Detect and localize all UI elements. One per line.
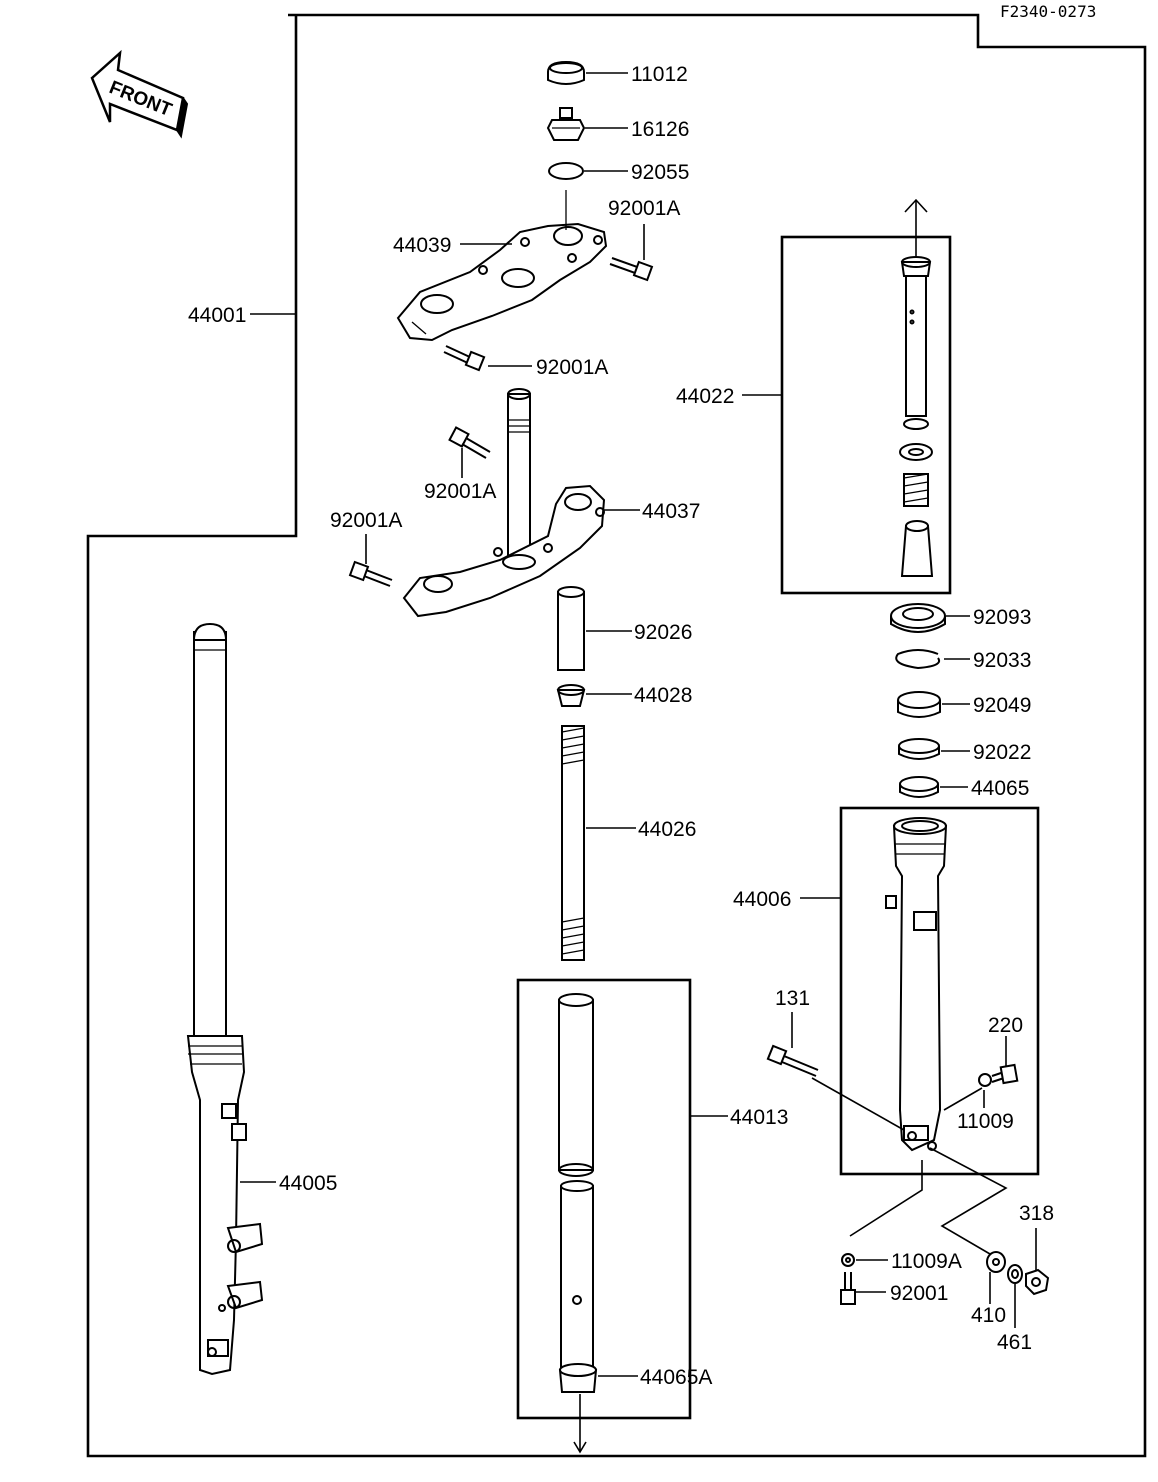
label-44039: 44039 [393, 234, 451, 257]
label-11012: 11012 [631, 63, 688, 86]
seal-92093 [890, 603, 946, 633]
label-44037: 44037 [642, 500, 700, 523]
label-92001: 92001 [890, 1282, 948, 1305]
label-410: 410 [971, 1304, 1006, 1327]
seat-44065A [558, 1363, 598, 1393]
label-92049: 92049 [973, 694, 1031, 717]
bushing-44065 [899, 776, 939, 798]
label-11009A: 11009A [891, 1250, 962, 1273]
label-220: 220 [988, 1014, 1023, 1037]
label-92055: 92055 [631, 161, 689, 184]
spacer-92026 [557, 586, 585, 671]
label-44065: 44065 [971, 777, 1029, 800]
screw-220 [978, 1063, 1019, 1087]
box-44013 [516, 978, 692, 1420]
upper-bracket-44039 [396, 190, 608, 342]
label-92022: 92022 [973, 741, 1031, 764]
bolt-92001A-stem [448, 426, 491, 459]
outer-frame [86, 13, 1147, 1458]
box-44006 [839, 806, 1040, 1176]
lockwasher-461 [1007, 1264, 1023, 1284]
label-44006: 44006 [733, 888, 791, 911]
bolt-92001 [840, 1272, 856, 1305]
cylinder-44022 [899, 256, 934, 577]
bolt-92001A-lower [443, 345, 486, 372]
bushing-92022 [898, 738, 940, 760]
label-44026: 44026 [638, 818, 696, 841]
nut-318 [1025, 1268, 1050, 1296]
label-44013: 44013 [730, 1106, 788, 1129]
box-44022 [780, 235, 952, 595]
bolt-131 [766, 1044, 819, 1077]
outer-tube-44006 [885, 817, 948, 1152]
label-44022: 44022 [676, 385, 734, 408]
label-44005: 44005 [279, 1172, 337, 1195]
label-92001A-left: 92001A [330, 509, 402, 532]
label-318: 318 [1019, 1202, 1054, 1225]
fork-assembly-44005 [186, 622, 264, 1376]
lower-bracket-44037 [402, 388, 606, 618]
label-461: 461 [997, 1331, 1032, 1354]
washer-11009A [841, 1253, 855, 1267]
valve-16126 [546, 107, 586, 141]
front-arrow: FRONT [90, 49, 189, 139]
cap-11012 [547, 60, 585, 85]
damper-rod-44013 [558, 993, 594, 1377]
collar-44028 [556, 684, 586, 707]
label-44028: 44028 [634, 684, 692, 707]
spring-44026 [561, 725, 585, 961]
washer-410 [986, 1251, 1006, 1273]
label-44001: 44001 [188, 304, 246, 327]
clip-92033 [895, 649, 940, 670]
label-11009: 11009 [957, 1110, 1014, 1133]
bolt-92001A-left [348, 560, 393, 587]
label-92093: 92093 [973, 606, 1031, 629]
label-16126: 16126 [631, 118, 689, 141]
washer-92049 [897, 691, 941, 718]
diagram-code: F2340-0273 [1000, 2, 1096, 21]
label-92001A-lower: 92001A [536, 356, 608, 379]
label-131: 131 [775, 987, 810, 1010]
label-44065A: 44065A [640, 1366, 712, 1389]
label-92001A-top: 92001A [608, 197, 680, 220]
label-92033: 92033 [973, 649, 1031, 672]
label-92026: 92026 [634, 621, 692, 644]
bolt-92001A-top [609, 257, 654, 282]
label-92001A-stem: 92001A [424, 480, 496, 503]
o-ring-92055 [548, 162, 584, 180]
